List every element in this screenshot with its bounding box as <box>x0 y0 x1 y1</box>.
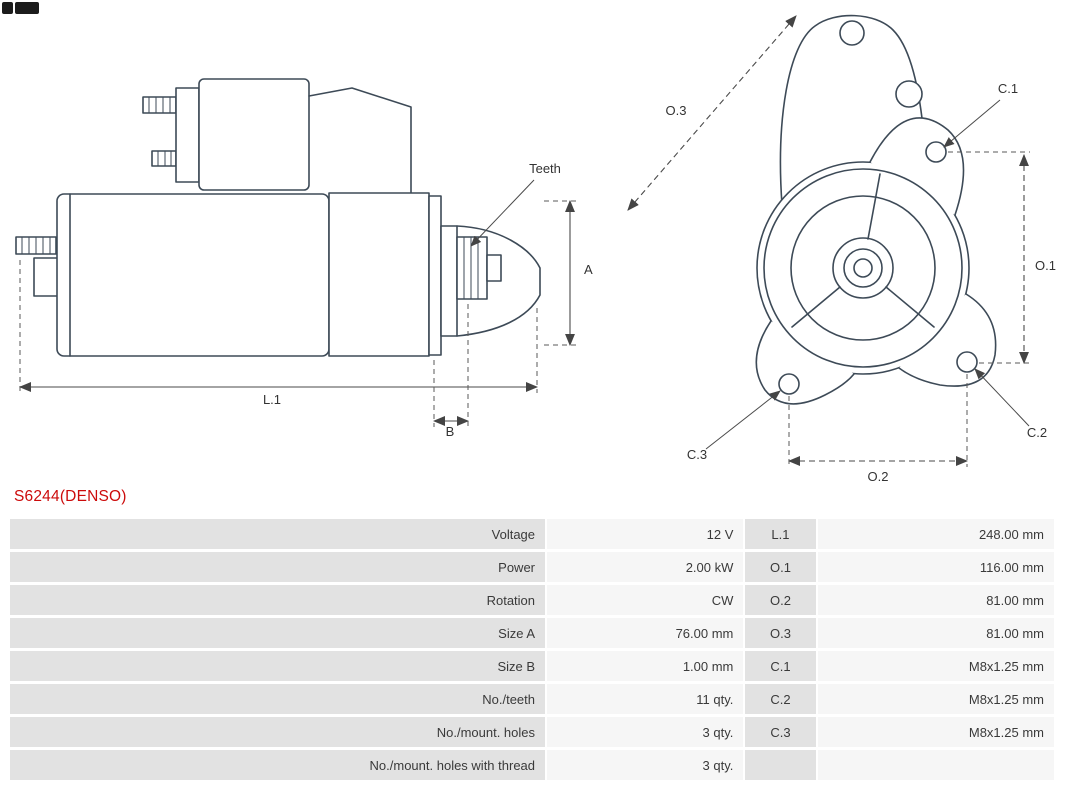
table-row: Rotation CW O.2 81.00 mm <box>10 585 1054 615</box>
spec-dim-name-cell: O.1 <box>745 552 816 582</box>
pinion-shaft <box>486 254 502 282</box>
nose-cone <box>456 225 541 337</box>
spec-value-cell: 11 qty. <box>547 684 744 714</box>
technical-drawing: A L.1 B Teeth O.3 O.1 O.2 <box>15 14 1056 484</box>
spec-dim-value-cell <box>817 750 1054 780</box>
spec-name-cell: Power <box>10 552 546 582</box>
spec-dim-name-cell: C.2 <box>745 684 816 714</box>
spec-dim-value-cell: 81.00 mm <box>817 585 1054 615</box>
mount-hole-c3 <box>778 373 800 395</box>
spec-dim-name-cell <box>745 750 816 780</box>
brand-logo <box>2 2 40 15</box>
spec-dim-name-cell: C.1 <box>745 651 816 681</box>
terminal-block <box>33 257 59 297</box>
starter-front-view <box>755 14 997 405</box>
dimension-annotations: A L.1 B Teeth O.3 O.1 O.2 <box>18 15 1056 484</box>
spec-value-cell: 2.00 kW <box>547 552 744 582</box>
motor-body <box>56 193 330 357</box>
table-row: Size A 76.00 mm O.3 81.00 mm <box>10 618 1054 648</box>
table-row: No./teeth 11 qty. C.2 M8x1.25 mm <box>10 684 1054 714</box>
spec-value-cell: 12 V <box>547 519 744 549</box>
spec-dim-name-cell: O.3 <box>745 618 816 648</box>
callout-label-c2: C.2 <box>1027 425 1047 440</box>
spec-value-cell: 1.00 mm <box>547 651 744 681</box>
dim-label-o1: O.1 <box>1035 258 1056 273</box>
spec-name-cell: No./teeth <box>10 684 546 714</box>
table-row: No./mount. holes with thread 3 qty. <box>10 750 1054 780</box>
brand-logo-mark <box>15 2 39 14</box>
spec-dim-name-cell: L.1 <box>745 519 816 549</box>
face-circle <box>763 168 963 368</box>
solenoid-stud <box>151 150 177 167</box>
spokes <box>791 173 935 328</box>
dim-label-o2: O.2 <box>868 469 889 484</box>
spec-name-cell: No./mount. holes <box>10 717 546 747</box>
solenoid-cap <box>175 87 200 183</box>
table-row: Size B 1.00 mm C.1 M8x1.25 mm <box>10 651 1054 681</box>
dim-label-l1: L.1 <box>263 392 281 407</box>
spec-name-cell: No./mount. holes with thread <box>10 750 546 780</box>
solenoid-body <box>198 78 310 191</box>
spec-dim-value-cell: 81.00 mm <box>817 618 1054 648</box>
callout-label-c1: C.1 <box>998 81 1018 96</box>
brand-logo-mark <box>2 2 13 14</box>
starter-side-view <box>15 78 541 357</box>
ear-hole <box>839 20 865 46</box>
dim-label-b: B <box>446 424 455 439</box>
dim-label-o3: O.3 <box>666 103 687 118</box>
ear-boss <box>895 80 923 108</box>
mount-hole-c1 <box>925 141 947 163</box>
solenoid-stud <box>142 96 177 114</box>
drive-bracket <box>308 87 412 194</box>
spec-dim-value-cell: M8x1.25 mm <box>817 684 1054 714</box>
drive-housing <box>328 192 430 357</box>
flange-outline <box>756 161 970 375</box>
spec-dim-name-cell: C.3 <box>745 717 816 747</box>
mount-hole-c2 <box>956 351 978 373</box>
bearing-circle <box>843 248 883 288</box>
spec-name-cell: Size B <box>10 651 546 681</box>
pinion-collar <box>440 225 458 337</box>
spec-dim-value-cell: M8x1.25 mm <box>817 651 1054 681</box>
spec-value-cell: 76.00 mm <box>547 618 744 648</box>
spec-value-cell: 3 qty. <box>547 750 744 780</box>
table-row: Power 2.00 kW O.1 116.00 mm <box>10 552 1054 582</box>
lobe-c3 <box>755 320 855 405</box>
page-title: S6244(DENSO) <box>14 488 127 505</box>
spec-name-cell: Rotation <box>10 585 546 615</box>
spec-dim-value-cell: 116.00 mm <box>817 552 1054 582</box>
spec-value-cell: CW <box>547 585 744 615</box>
table-row: Voltage 12 V L.1 248.00 mm <box>10 519 1054 549</box>
spec-dim-name-cell: O.2 <box>745 585 816 615</box>
callout-label-teeth: Teeth <box>529 161 561 176</box>
spec-table: Voltage 12 V L.1 248.00 mm Power 2.00 kW… <box>8 516 1056 783</box>
dim-label-a: A <box>584 262 593 277</box>
shaft-center <box>853 258 873 278</box>
center-boss <box>832 237 894 299</box>
table-row: No./mount. holes 3 qty. C.3 M8x1.25 mm <box>10 717 1054 747</box>
lobe-c1 <box>869 117 965 216</box>
spec-name-cell: Voltage <box>10 519 546 549</box>
spec-value-cell: 3 qty. <box>547 717 744 747</box>
mounting-flange <box>428 195 442 356</box>
callout-label-c3: C.3 <box>687 447 707 462</box>
spec-name-cell: Size A <box>10 618 546 648</box>
spec-dim-value-cell: 248.00 mm <box>817 519 1054 549</box>
spec-dim-value-cell: M8x1.25 mm <box>817 717 1054 747</box>
pinion-gear <box>456 236 488 300</box>
recess-circle <box>790 195 936 341</box>
